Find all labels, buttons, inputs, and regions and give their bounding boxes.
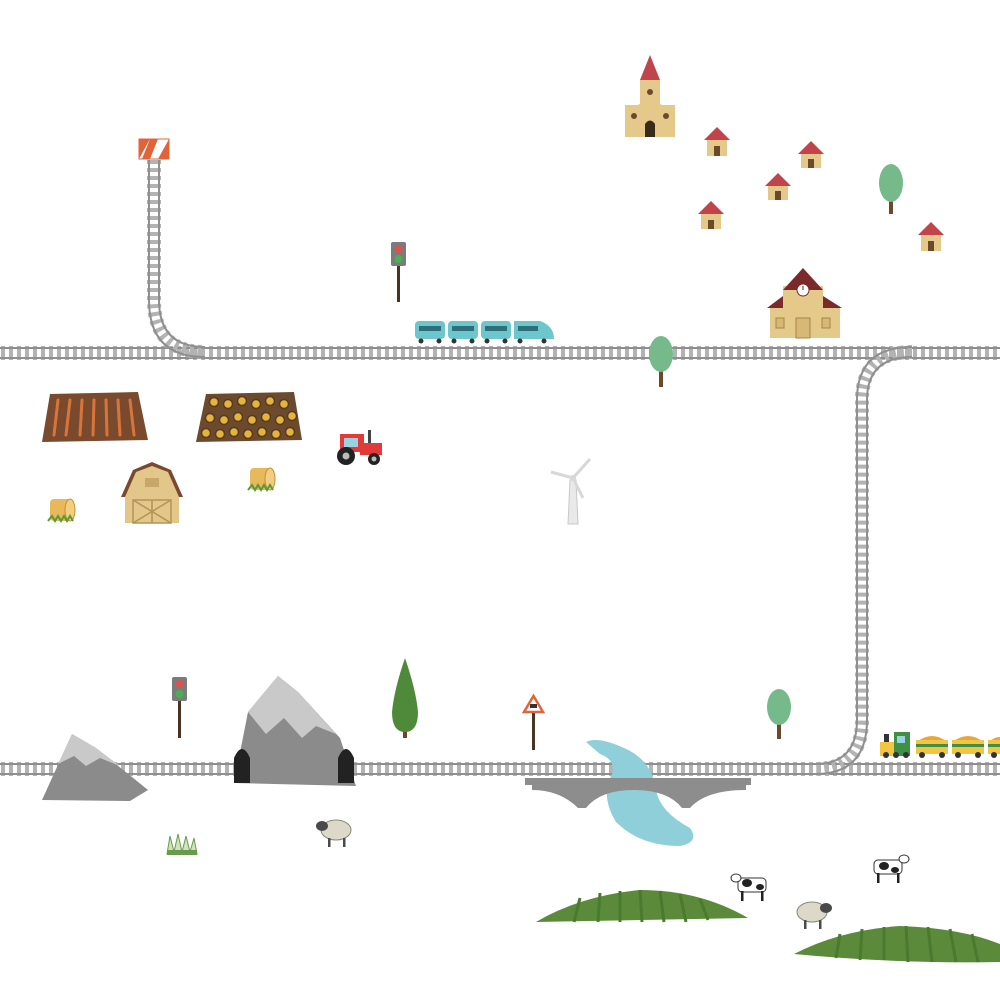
station-icon bbox=[767, 268, 842, 339]
passenger-train-icon bbox=[415, 321, 554, 344]
sunflower-field-icon bbox=[196, 392, 302, 442]
hay-bale-icon bbox=[247, 467, 276, 492]
upper-track bbox=[0, 346, 1000, 360]
connecting-track-right bbox=[814, 345, 913, 776]
hill-icon bbox=[536, 889, 748, 923]
tree-icon bbox=[767, 689, 791, 739]
freight-wagon bbox=[952, 736, 984, 758]
tree-icon bbox=[649, 336, 673, 387]
cypress-tree-icon bbox=[392, 658, 418, 738]
train-car bbox=[415, 321, 445, 344]
warning-sign-icon bbox=[521, 693, 546, 750]
grass-tuft-icon bbox=[166, 833, 198, 855]
signal-icon bbox=[391, 242, 406, 302]
railway-tracks bbox=[0, 160, 1000, 776]
wind-turbine-icon bbox=[550, 457, 592, 525]
mountain-icon bbox=[42, 734, 148, 801]
freight-wagon bbox=[988, 737, 1000, 758]
house-icon bbox=[704, 127, 730, 156]
freight-train-icon bbox=[880, 732, 1000, 758]
freight-wagon bbox=[916, 736, 948, 758]
church-icon bbox=[625, 55, 675, 137]
branch-track-left bbox=[147, 160, 206, 359]
cow-icon bbox=[730, 873, 767, 901]
house-icon bbox=[765, 173, 791, 200]
river-icon bbox=[586, 740, 694, 846]
train-locomotive bbox=[514, 321, 554, 344]
hill-icon bbox=[794, 925, 1000, 963]
signal-icon bbox=[172, 677, 187, 738]
train-car bbox=[448, 321, 478, 344]
buffer-stop-icon bbox=[138, 138, 170, 160]
carrot-field-icon bbox=[42, 392, 148, 442]
train-car bbox=[481, 321, 511, 344]
sheep-icon bbox=[796, 901, 832, 929]
house-icon bbox=[698, 201, 724, 229]
house-icon bbox=[918, 222, 944, 251]
barn-icon bbox=[121, 462, 183, 524]
sheep-icon bbox=[316, 819, 352, 847]
tunnel-icon bbox=[234, 676, 356, 786]
house-icon bbox=[798, 141, 824, 168]
bridge-icon bbox=[525, 778, 751, 808]
hay-bale-icon bbox=[47, 498, 76, 523]
cow-icon bbox=[873, 854, 910, 883]
tractor-icon bbox=[337, 430, 382, 465]
tree-icon bbox=[879, 164, 903, 214]
village-houses bbox=[698, 127, 944, 251]
steam-locomotive bbox=[880, 732, 910, 758]
